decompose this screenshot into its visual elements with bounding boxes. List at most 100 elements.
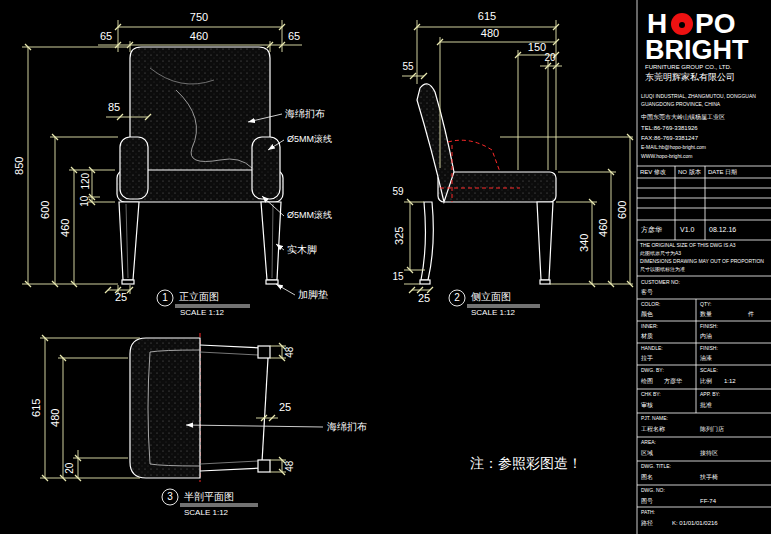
dimension-text: 85 — [108, 102, 120, 114]
dimension-text: 615 — [478, 11, 496, 23]
title-block-text: 内油 — [700, 333, 712, 339]
dimension-text: 600 — [617, 201, 629, 219]
dimension-text: 65 — [288, 31, 300, 43]
dimension-text: 600 — [40, 201, 52, 219]
dimension-text: 20 — [544, 53, 555, 64]
title-block-text: INNER: — [641, 324, 658, 329]
dimension-text: 850 — [14, 157, 26, 175]
title-block-text: AREA: — [641, 440, 656, 445]
view-title: 侧立面图 — [471, 292, 511, 303]
logo-mark — [671, 13, 693, 35]
logo-text: PO — [695, 9, 735, 38]
title-block-grid — [637, 0, 771, 534]
view-title: 半剖平面图 — [184, 492, 234, 503]
plan-dimensions — [40, 338, 286, 478]
dimension-text: 615 — [31, 399, 43, 417]
title-block-text: DATE 日期 — [708, 169, 737, 175]
title-block-text: LIUQI INDUSTRIAL, ZHANGMUTOU, DONGGUAN — [641, 94, 756, 99]
dimension-text: 59 — [392, 187, 403, 198]
title-block-text: 图名 — [641, 474, 653, 480]
logo-text: H — [647, 9, 667, 38]
dimension-text: 25 — [418, 293, 430, 305]
title-block-text: QTY: — [700, 302, 711, 307]
view-title: SCALE 1:12 — [471, 309, 515, 317]
title-block-text: 陈列门店 — [700, 426, 724, 432]
title-block-text: 扶手椅 — [700, 474, 718, 480]
title-block-text: 批准 — [700, 402, 712, 408]
title-block-text: FURNITURE GROUP CO., LTD. — [645, 64, 731, 70]
title-block-text: REV 修改 — [640, 169, 666, 175]
title-block-text: PATH: — [641, 510, 655, 515]
title-block-text: 接待区 — [700, 450, 718, 456]
title-block-text: K: 01/01/01/0216 — [672, 520, 718, 526]
title-block-text: 工程名称 — [641, 426, 665, 432]
title-block-text: GUANGDONG PROVINCE, CHINA — [641, 102, 720, 107]
view-title: 1 — [162, 293, 168, 304]
note-text: 注：参照彩图造！ — [470, 456, 582, 471]
title-block-text: 路径 — [641, 520, 653, 526]
title-block-text: APP. BY: — [700, 392, 720, 397]
view-title: SCALE 1:12 — [180, 309, 224, 317]
title-block-text: CUSTOMER NO: — [641, 280, 680, 285]
view-title: SCALE 1:12 — [184, 509, 228, 517]
title-block-text: 东莞明辉家私有限公司 — [645, 73, 735, 82]
annotation-text: 加脚垫 — [298, 290, 328, 301]
title-block-text: FF-74 — [700, 498, 716, 504]
title-block-text: 颜色 — [641, 311, 653, 317]
title-block-text: SCALE: — [700, 368, 718, 373]
dimension-text: 25 — [279, 402, 291, 414]
dimension-text: 55 — [402, 62, 413, 73]
title-block-text: E-MAIL:hb@hopo-bright.com — [641, 145, 706, 150]
leader-line — [186, 425, 323, 427]
annotation-text: 海绵扪布 — [327, 422, 367, 433]
view-title: 正立面图 — [179, 292, 219, 303]
title-block-text: 审核 — [641, 402, 653, 408]
title-block-text: CHK BY: — [641, 392, 661, 397]
title-block-text: FINISH: — [700, 346, 718, 351]
title-block-text: 件 — [748, 311, 754, 317]
title-block-text: 图号 — [641, 498, 653, 504]
title-block-text: DIMENSIONS DRAWING MAY OUT OF PROPORTION — [640, 259, 764, 264]
title-block-text: 客号 — [641, 289, 653, 295]
title-block-text: DWG. NO: — [641, 488, 665, 493]
annotation-text: 实木脚 — [287, 245, 317, 256]
dimension-text: 15 — [392, 272, 403, 283]
title-block-text: 08.12.16 — [709, 226, 736, 233]
title-block-text: TEL:86-769-3381926 — [641, 125, 698, 131]
dimension-text: 120 — [81, 173, 92, 190]
dimension-text: 325 — [394, 227, 406, 245]
annotation-text: Ø5MM滚线 — [287, 135, 332, 144]
title-block-text: COLOR: — [641, 302, 660, 307]
dimension-text: 25 — [115, 292, 127, 304]
dimension-text: 48 — [286, 346, 297, 357]
title-block-text: PJT. NAME: — [641, 416, 668, 421]
dimension-text: 460 — [190, 31, 208, 43]
logo-text: BRIGHT — [645, 36, 749, 64]
dimension-text: 150 — [528, 42, 546, 54]
view-title: 2 — [454, 293, 460, 304]
view-title-marks — [157, 290, 540, 506]
title-block-text: 绘图 — [641, 378, 653, 384]
title-block-text: 材质 — [641, 333, 653, 339]
dimension-text: 48 — [286, 460, 297, 471]
annotation-text: Ø5MM滚线 — [287, 211, 332, 220]
title-block-text: V1.0 — [680, 226, 694, 233]
title-block-text: 1:12 — [724, 378, 736, 384]
dimension-text: 480 — [481, 28, 499, 40]
title-block-text: 区域 — [641, 450, 653, 456]
dimension-text: 10 — [81, 195, 92, 206]
dimension-text: 460 — [598, 219, 610, 237]
front-dimensions — [22, 20, 302, 294]
dimension-text: 65 — [100, 31, 112, 43]
title-block-text: 数量 — [700, 311, 712, 317]
side-dimensions — [402, 20, 633, 290]
title-block-text: 尺寸以图纸标注为准 — [640, 267, 685, 272]
title-block-text: 拉手 — [641, 355, 653, 361]
title-block-text: HANDLE: — [641, 346, 663, 351]
side-view — [417, 84, 556, 284]
title-block-text: FINISH: — [700, 324, 718, 329]
dimension-text: 20 — [66, 462, 77, 473]
title-block-text: DWG. TITLE: — [641, 464, 671, 469]
dimension-text: 750 — [190, 12, 208, 24]
